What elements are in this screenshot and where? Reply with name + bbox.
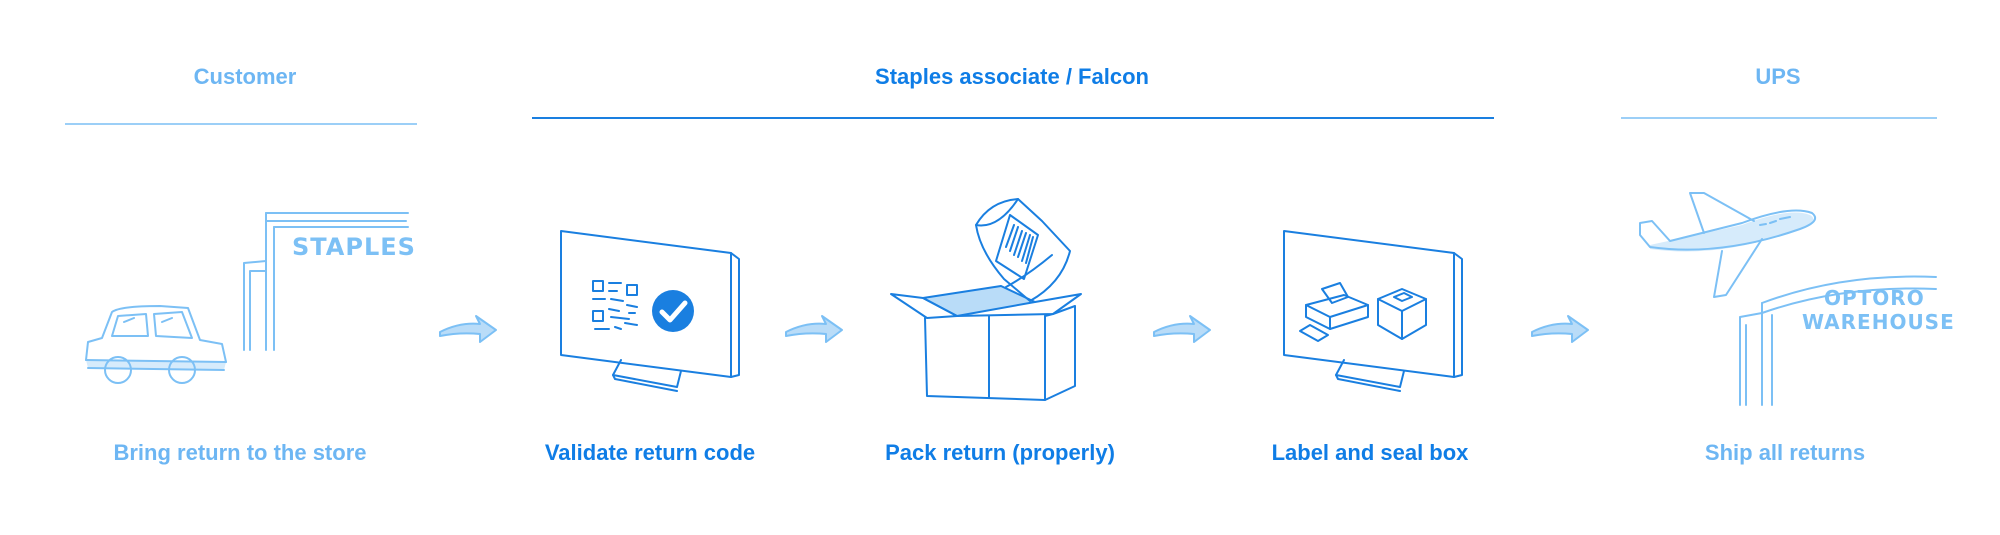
step-label-bring: Bring return to the store <box>113 440 367 465</box>
warehouse-building-icon: OPTORO WAREHOUSE <box>1739 275 1955 406</box>
open-box-icon <box>890 285 1082 401</box>
barcode-bag-icon <box>975 198 1071 302</box>
printer-icon <box>1299 282 1369 342</box>
lane-title-ups: UPS <box>1755 64 1801 89</box>
lane-divider-customer <box>65 123 417 125</box>
check-circle-icon <box>652 290 694 332</box>
step-label-ship: Ship all returns <box>1704 440 1866 465</box>
svg-text:OPTORO: OPTORO <box>1824 286 1925 310</box>
qr-code-icon <box>592 280 638 330</box>
svg-text:STAPLES: STAPLES <box>292 233 416 261</box>
lane-title-associate: Staples associate / Falcon <box>875 64 1149 89</box>
store-building-icon: STAPLES <box>243 212 416 351</box>
sealed-box-icon <box>1377 288 1427 340</box>
step-label-validate: Validate return code <box>544 440 756 465</box>
car-icon <box>85 305 227 384</box>
step-label-label: Label and seal box <box>1271 440 1469 465</box>
arrow-icon <box>1531 315 1589 343</box>
monitor-icon <box>560 230 740 392</box>
arrow-icon <box>1153 315 1211 343</box>
lane-title-customer: Customer <box>193 64 297 89</box>
airplane-icon <box>1639 192 1816 298</box>
arrow-icon <box>439 315 497 343</box>
monitor-icon <box>1283 230 1463 392</box>
svg-text:WAREHOUSE: WAREHOUSE <box>1802 310 1955 334</box>
lane-divider-associate <box>532 117 1494 119</box>
lane-divider-ups <box>1621 117 1937 119</box>
step-label-pack: Pack return (properly) <box>885 440 1115 465</box>
arrow-icon <box>785 315 843 343</box>
